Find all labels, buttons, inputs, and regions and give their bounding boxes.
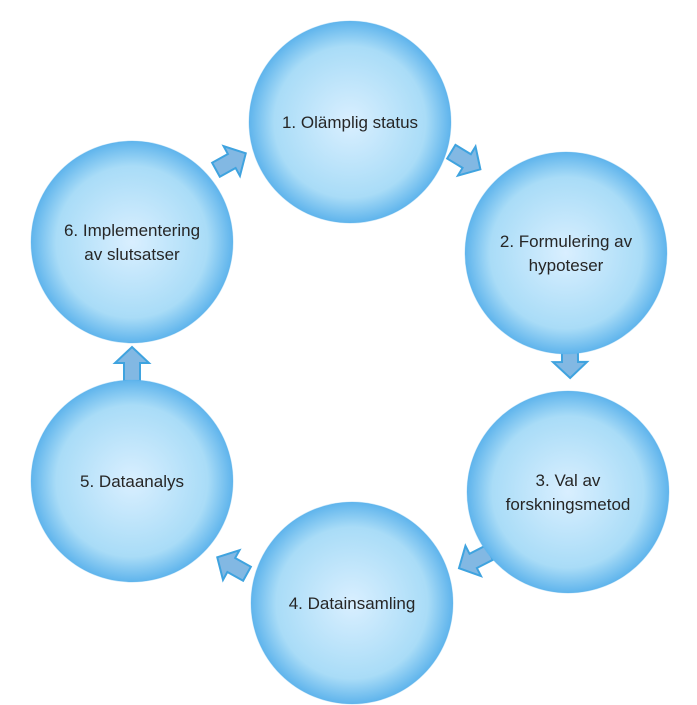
node-label: 5. Dataanalys bbox=[80, 472, 184, 491]
arrow-icon-n4-n5 bbox=[216, 548, 253, 583]
arrow-icon-n5-n6 bbox=[112, 345, 152, 382]
node-formulering-av-hypoteser: 2. Formulering av hypoteser bbox=[464, 151, 668, 355]
arrow-icon-n6-n1 bbox=[210, 144, 247, 179]
node-label: 2. Formulering av bbox=[500, 232, 633, 251]
node-circle bbox=[466, 390, 670, 594]
node-implementering-av-slutsatser: 6. Implementering av slutsatser bbox=[30, 140, 234, 344]
node-label: 1. Olämplig status bbox=[282, 113, 418, 132]
node-val-av-forskningsmetod: 3. Val av forskningsmetod bbox=[466, 390, 670, 594]
arrow-icon-n1-n2 bbox=[445, 143, 482, 178]
node-circle bbox=[30, 379, 234, 583]
node-label: forskningsmetod bbox=[506, 495, 631, 514]
node-datainsamling: 4. Datainsamling bbox=[250, 501, 454, 705]
node-circle bbox=[248, 20, 452, 224]
node-circle bbox=[30, 140, 234, 344]
node-label: 4. Datainsamling bbox=[289, 594, 416, 613]
arrow-icon-n3-n4 bbox=[457, 543, 495, 578]
node-circle bbox=[250, 501, 454, 705]
node-dataanalys: 5. Dataanalys bbox=[30, 379, 234, 583]
node-olamplig-status: 1. Olämplig status bbox=[248, 20, 452, 224]
node-label: 3. Val av bbox=[536, 471, 601, 490]
node-label: 6. Implementering bbox=[64, 221, 200, 240]
node-label: av slutsatser bbox=[84, 245, 180, 264]
node-circle bbox=[464, 151, 668, 355]
node-label: hypoteser bbox=[529, 256, 604, 275]
